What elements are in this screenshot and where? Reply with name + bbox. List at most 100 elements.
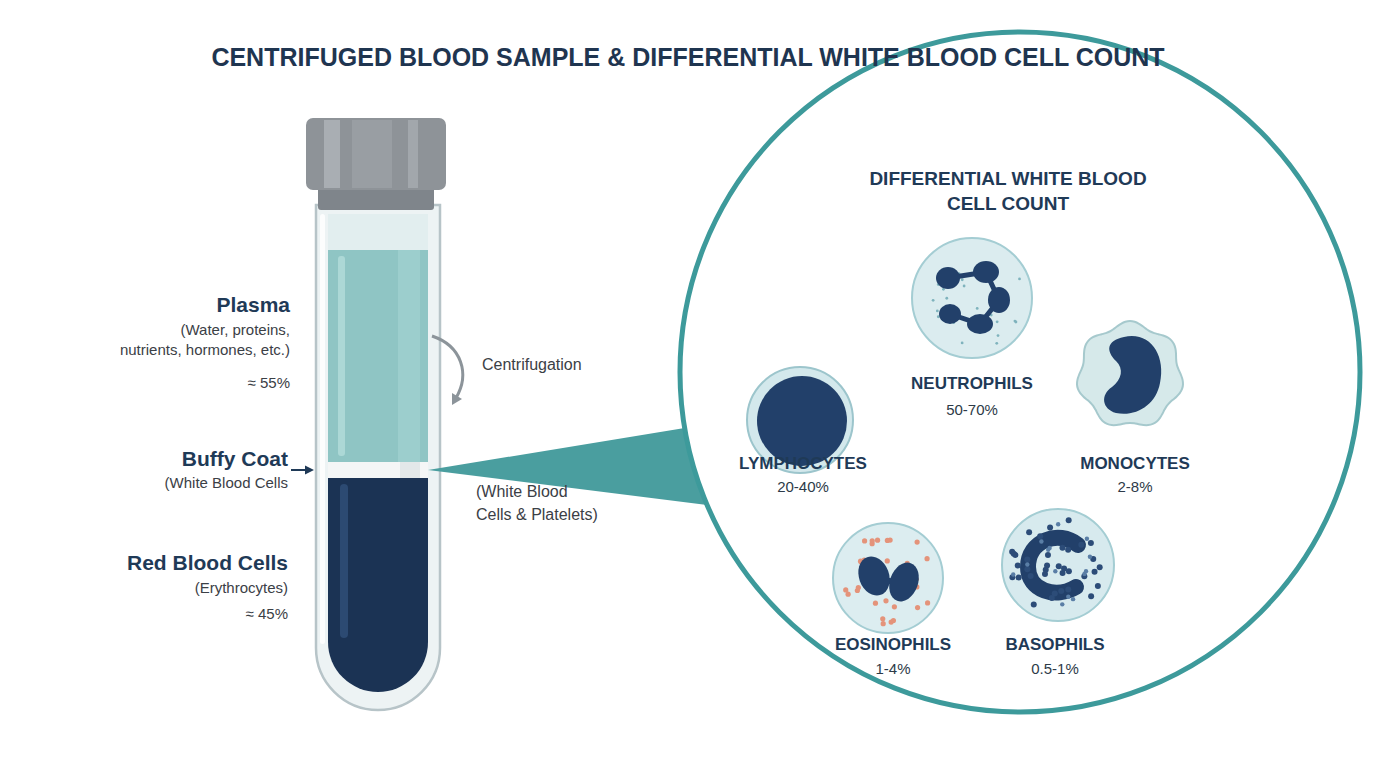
buffy-shade: [400, 462, 420, 478]
cell-name: MONOCYTES: [1035, 454, 1235, 474]
layer-name: Red Blood Cells: [127, 551, 288, 575]
cell-illustration: EOSINOPHILS1-4%: [831, 521, 945, 635]
nucleus-lobe: [853, 552, 895, 600]
cell-granule: [1066, 568, 1072, 574]
cell-granule: [870, 538, 875, 543]
cell-granule: [915, 605, 920, 610]
cell-granule: [996, 320, 999, 323]
cell-granule: [1009, 549, 1015, 555]
cell-granule: [1015, 563, 1021, 569]
cell-granule: [1043, 567, 1049, 573]
cell-granule: [924, 556, 929, 561]
cell-granule: [1037, 533, 1043, 539]
cell-granule: [1056, 522, 1060, 526]
nucleus-lobe: [973, 261, 999, 283]
layer-note: (Erythrocytes): [195, 578, 288, 598]
cell-granule: [915, 539, 920, 544]
cell-percent: 1-4%: [793, 660, 993, 678]
diagram-title: CENTRIFUGED BLOOD SAMPLE & DIFFERENTIAL …: [0, 43, 1376, 71]
cell-granule: [883, 598, 888, 603]
cell-granule: [873, 601, 878, 606]
centrifugation-arrow: [432, 336, 463, 398]
plasma-shape: [328, 250, 428, 462]
cell-granule: [885, 538, 890, 543]
cell-granule: [1015, 321, 1018, 324]
cell-granule: [892, 604, 897, 609]
cell-name: NEUTROPHILS: [872, 374, 1072, 394]
cell-granule: [1052, 591, 1058, 597]
cell-membrane: [912, 238, 1032, 358]
cell-granule: [1024, 566, 1030, 572]
glass-highlight: [320, 214, 325, 644]
cell-illustration: BASOPHILS0.5-1%: [1000, 507, 1116, 623]
cell-granule: [1095, 583, 1101, 589]
cell-granule: [1026, 529, 1032, 535]
cell-percent: 50-70%: [872, 401, 1072, 419]
process-label: Centrifugation: [482, 353, 582, 376]
cell-membrane: [1077, 321, 1183, 425]
cell-granule: [961, 278, 964, 281]
cell-name: BASOPHILS: [955, 635, 1155, 655]
plasma-highlight: [338, 256, 345, 456]
cell-granule: [875, 538, 880, 543]
cell-granule: [1025, 562, 1029, 566]
cell-granule: [976, 307, 979, 310]
cell-granule: [862, 538, 867, 543]
cell-granule: [1065, 547, 1071, 553]
cell-granule: [1066, 517, 1072, 523]
cap-highlight: [408, 120, 418, 188]
cell-illustration: NEUTROPHILS50-70%: [910, 236, 1034, 360]
tube-air-gap: [328, 214, 428, 250]
layer-percent: ≈ 55%: [248, 373, 290, 393]
cell-membrane: [833, 523, 943, 633]
red-cell-fill: [328, 478, 428, 692]
cell-granule: [1045, 552, 1051, 558]
cell-granule: [1028, 573, 1034, 579]
cell-nucleus: [1028, 538, 1078, 593]
cell-name: EOSINOPHILS: [793, 635, 993, 655]
buffy-leader: [291, 469, 307, 471]
cell-granule: [1053, 569, 1057, 573]
cell-granule: [1097, 564, 1103, 570]
cell-granule: [932, 299, 935, 302]
cell-granule: [1031, 601, 1037, 607]
cell-granule: [856, 585, 861, 590]
layer-name: Buffy Coat: [182, 447, 288, 471]
cell-granule: [945, 297, 948, 300]
cell-granule: [1078, 542, 1084, 548]
layer-percent: ≈ 45%: [246, 604, 288, 624]
cell-granule: [1039, 539, 1043, 543]
cell-nucleus: [757, 376, 847, 466]
buffy-fill: [328, 462, 428, 478]
nucleus-lobe: [939, 304, 961, 324]
tube-cap: [306, 118, 446, 190]
cell-granule: [925, 600, 930, 605]
cell-granule: [963, 285, 966, 288]
cell-membrane: [1002, 509, 1114, 621]
layer-name: Plasma: [216, 293, 290, 317]
buffy-shape: [328, 462, 428, 478]
plasma-fill: [328, 250, 428, 462]
cell-granule: [961, 341, 964, 344]
monocyte-shape: [1072, 317, 1188, 433]
cell-granule: [995, 342, 998, 345]
cell-granule: [1065, 586, 1071, 592]
eosinophil-shape: [831, 521, 945, 635]
cell-granule: [1059, 545, 1065, 551]
cell-granule: [880, 616, 885, 621]
zoom-circle: DIFFERENTIAL WHITE BLOOD CELL COUNT NEUTR…: [677, 29, 1363, 715]
zoom-circle-outline: [680, 32, 1360, 712]
cell-granule: [1018, 277, 1021, 280]
cell-percent: 20-40%: [703, 478, 903, 496]
cell-granule: [1092, 569, 1098, 575]
cell-granule: [1060, 602, 1064, 606]
cell-granule: [936, 310, 939, 313]
circle-title: DIFFERENTIAL WHITE BLOOD CELL COUNT: [868, 166, 1148, 216]
cell-granule: [997, 334, 1000, 337]
cell-granule: [1014, 320, 1017, 323]
plasma-layer: Plasma(Water, proteins, nutrients, hormo…: [328, 250, 428, 462]
cell-granule: [881, 621, 886, 626]
